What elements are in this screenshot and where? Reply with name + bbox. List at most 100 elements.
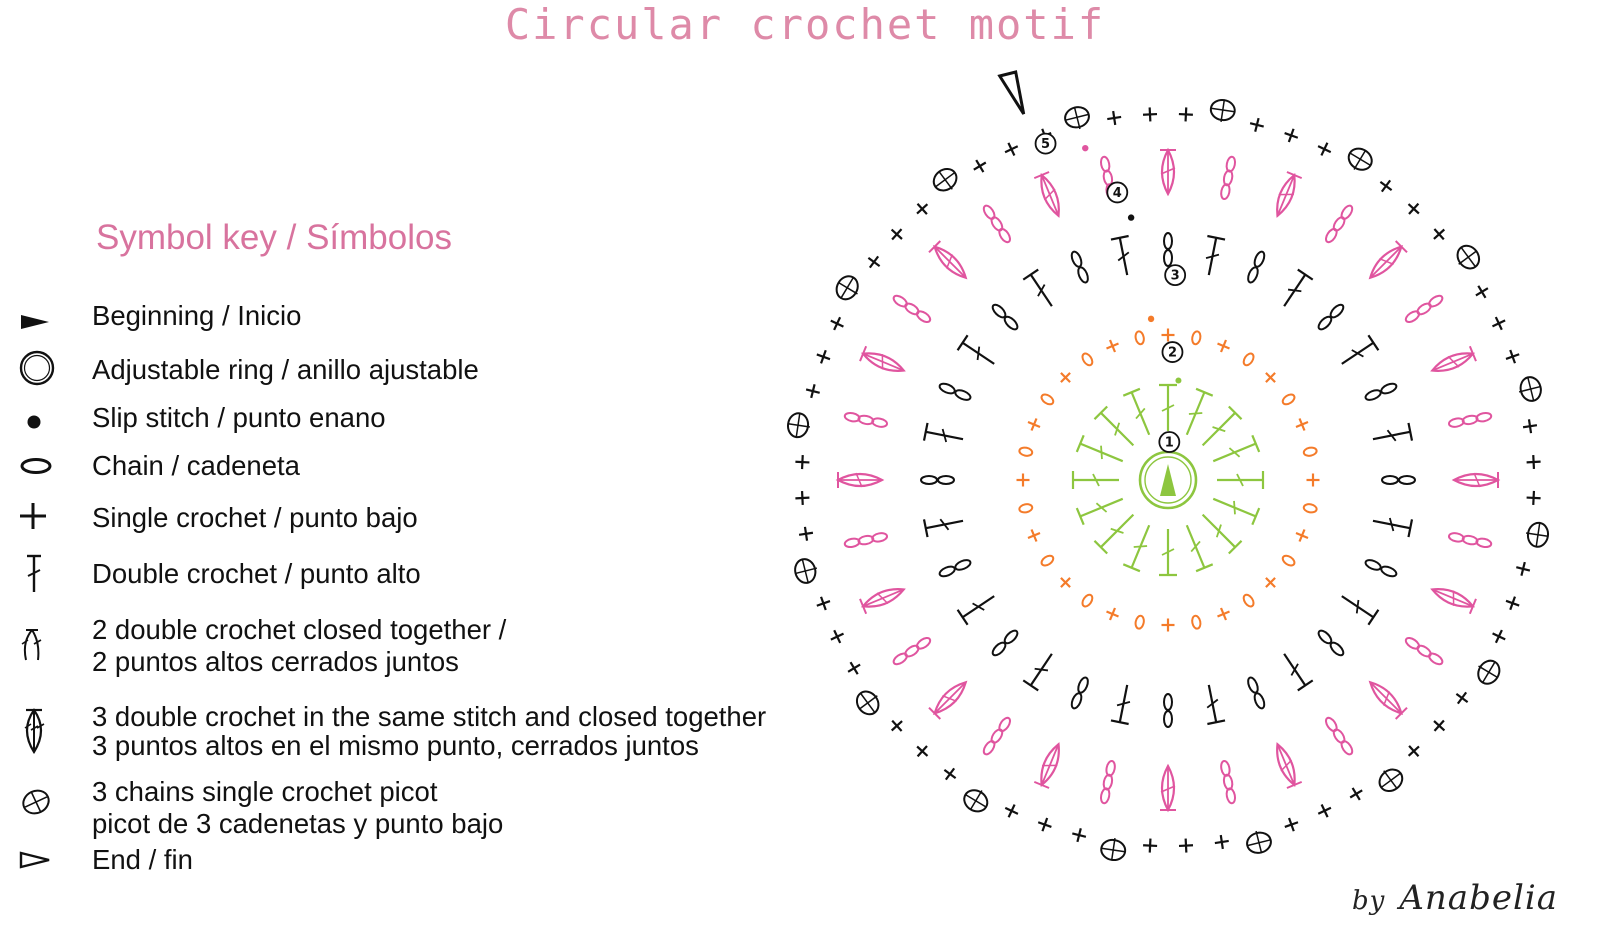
round-label-text: 2 — [1168, 346, 1177, 361]
round2-chain — [1281, 554, 1296, 567]
round2-single-crochet — [1217, 607, 1230, 621]
round4-dc3-cluster — [928, 680, 968, 720]
dc3-cluster-icon — [14, 706, 58, 755]
round2-single-crochet — [1161, 618, 1175, 632]
round2-chain — [1191, 330, 1202, 346]
round5-picot — [1456, 244, 1481, 270]
round3-chain-pair — [1317, 303, 1345, 331]
round4-chain-arch — [982, 716, 1012, 756]
round5-single-crochet — [1522, 419, 1538, 434]
round5-single-crochet — [1317, 804, 1332, 818]
round2-chain — [1040, 393, 1055, 406]
round5-single-crochet — [1492, 316, 1506, 331]
round3-chain-pair — [1381, 475, 1416, 485]
round4-chain-arch — [1220, 155, 1237, 201]
slip-stitch-icon — [1175, 377, 1182, 384]
round5-single-crochet — [798, 526, 814, 541]
legend-label: 2 double crochet closed together / 2 pun… — [92, 614, 507, 677]
round5-single-crochet — [847, 661, 861, 675]
round4-chain-arch — [843, 532, 889, 549]
round2-single-crochet — [1161, 328, 1175, 342]
round1-double-crochet — [1159, 383, 1177, 431]
round5-picot — [786, 412, 811, 439]
round2-chain — [1242, 593, 1255, 608]
round5-single-crochet — [1037, 817, 1052, 832]
round5-single-crochet — [1178, 838, 1194, 853]
legend-label: Slip stitch / punto enano — [92, 402, 386, 433]
slip-stitch-icon — [1147, 315, 1155, 323]
round4-dc3-cluster — [1368, 240, 1408, 280]
legend-label: Adjustable ring / anillo ajustable — [92, 354, 479, 385]
round2-single-crochet — [1265, 372, 1276, 383]
signature-name: Anabelia — [1399, 878, 1558, 918]
round5-single-crochet — [1004, 804, 1019, 818]
round1-double-crochet — [1185, 524, 1214, 573]
beginning-arrow-icon — [14, 300, 58, 346]
round1-double-crochet — [1217, 471, 1265, 489]
round2-chain — [1040, 554, 1055, 567]
round5-picot — [835, 275, 859, 301]
round3-double-crochet — [956, 595, 995, 626]
round5-picot — [794, 558, 818, 584]
round5-single-crochet — [916, 745, 929, 758]
round4-dc3-cluster — [1033, 171, 1060, 218]
round5-single-crochet — [1526, 490, 1541, 505]
round2-chain — [1018, 446, 1034, 457]
round5-picot — [1064, 106, 1090, 130]
round4-dc3-cluster — [1160, 763, 1176, 813]
round5-single-crochet — [1407, 202, 1420, 215]
round5-single-crochet — [1526, 454, 1541, 470]
round4-dc3-cluster — [859, 588, 906, 615]
round5-single-crochet — [867, 255, 881, 269]
round-label-5: 5 — [1034, 132, 1057, 155]
round5-picot — [932, 167, 958, 192]
round2-single-crochet — [1295, 418, 1309, 431]
round1-double-crochet — [1122, 524, 1151, 573]
slip-stitch-icon — [1127, 214, 1135, 221]
round3-double-crochet — [1341, 595, 1380, 626]
round1-double-crochet — [1201, 405, 1243, 447]
round5-single-crochet — [1349, 787, 1363, 801]
round2-single-crochet — [1265, 577, 1276, 588]
round3-double-crochet — [922, 518, 964, 538]
page-title: Circular crochet motif — [504, 0, 1106, 49]
round5-picot — [1518, 376, 1542, 402]
round2-single-crochet — [1027, 418, 1041, 431]
slip-stitch-icon — [1082, 144, 1089, 152]
round4-dc3-cluster — [1033, 742, 1060, 789]
round5-single-crochet — [795, 490, 810, 506]
round4-dc3-cluster — [859, 345, 906, 372]
round2-chain — [1081, 352, 1094, 367]
round2-chain — [1302, 503, 1318, 514]
round-label-2: 2 — [1161, 341, 1184, 363]
round3-double-crochet — [1205, 234, 1226, 276]
round-label-1: 1 — [1158, 431, 1181, 453]
symbol-key-heading: Symbol key / Símbolos — [96, 218, 452, 257]
round-label-text: 4 — [1113, 186, 1122, 201]
round2-single-crochet — [1295, 529, 1309, 542]
round5-single-crochet — [1475, 285, 1489, 299]
round5-single-crochet — [1379, 179, 1393, 193]
round3-chain-pair — [1247, 250, 1266, 284]
round5-single-crochet — [1505, 596, 1520, 611]
round-label-text: 3 — [1171, 269, 1180, 284]
round4-chain-arch — [1404, 294, 1444, 324]
round2-chain — [1134, 330, 1145, 346]
picot-icon — [14, 782, 58, 828]
round5-single-crochet — [1407, 745, 1420, 758]
round5-single-crochet — [1072, 828, 1087, 843]
round3-chain-pair — [991, 629, 1019, 657]
round1-double-crochet — [1071, 471, 1119, 489]
round3-double-crochet — [1022, 653, 1053, 692]
round5-picot — [1209, 98, 1236, 123]
round5-picot — [1378, 768, 1404, 793]
end-arrow-icon — [997, 70, 1026, 115]
round1-double-crochet — [1122, 387, 1151, 436]
legend-label: 3 double crochet in the same stitch and … — [92, 701, 767, 761]
chain-icon — [14, 450, 58, 496]
round3-chain-pair — [938, 382, 972, 401]
round-label-text: 5 — [1041, 137, 1050, 152]
round4-chain-arch — [1447, 532, 1493, 549]
round5-single-crochet — [805, 384, 820, 399]
